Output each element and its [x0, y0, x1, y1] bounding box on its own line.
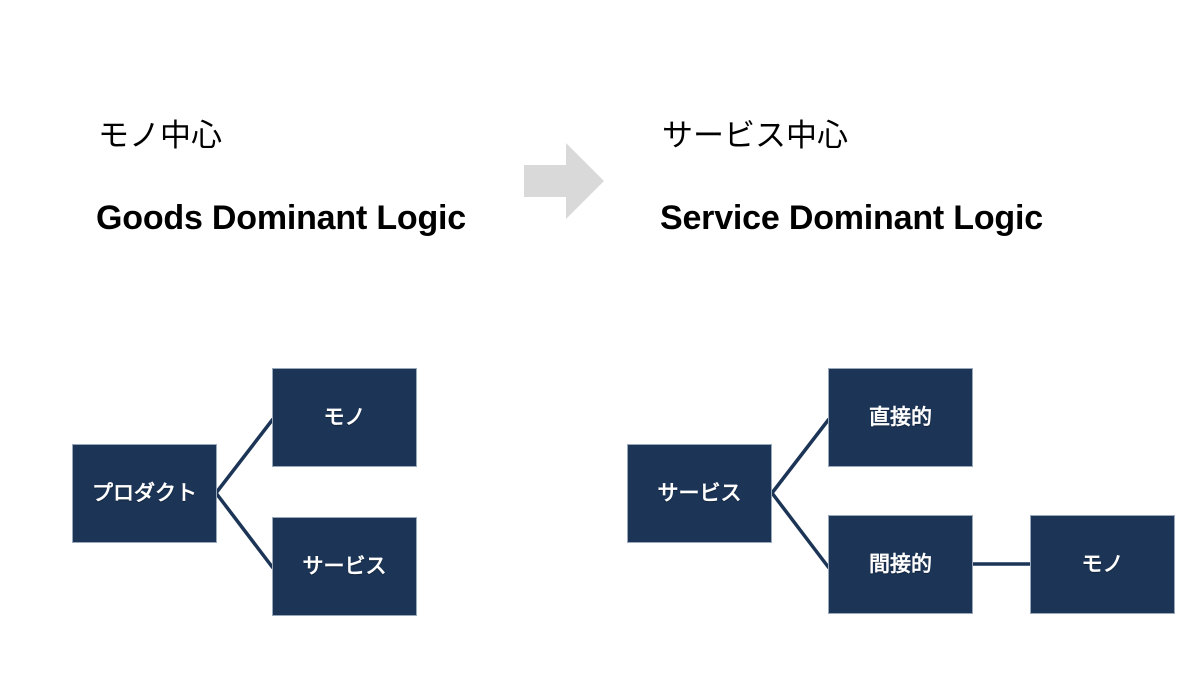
- connector-product-to-mono: [214, 417, 275, 495]
- node-indirect[interactable]: 間接的: [828, 515, 973, 614]
- node-mono-left-label: モノ: [323, 406, 366, 429]
- right-arrow-icon: [524, 143, 604, 219]
- connector-service-to-indirect: [770, 491, 831, 570]
- node-direct[interactable]: 直接的: [828, 368, 973, 467]
- node-mono-right[interactable]: モノ: [1030, 515, 1175, 614]
- node-product-label: プロダクト: [92, 482, 197, 505]
- connector-service-to-direct: [770, 417, 831, 495]
- connector-product-to-service: [214, 491, 275, 570]
- node-indirect-label: 間接的: [869, 553, 932, 576]
- node-service-root-label: サービス: [657, 482, 742, 505]
- node-service-left-label: サービス: [302, 555, 387, 578]
- node-service-root[interactable]: サービス: [627, 444, 772, 543]
- heading-left-japanese: モノ中心: [98, 118, 222, 153]
- node-mono-left[interactable]: モノ: [272, 368, 417, 467]
- node-product[interactable]: プロダクト: [72, 444, 217, 543]
- heading-right-japanese: サービス中心: [662, 118, 848, 153]
- heading-left-english: Goods Dominant Logic: [96, 199, 466, 237]
- heading-right-english: Service Dominant Logic: [660, 199, 1043, 237]
- node-direct-label: 直接的: [869, 406, 932, 429]
- node-mono-right-label: モノ: [1081, 553, 1124, 576]
- node-service-left[interactable]: サービス: [272, 517, 417, 616]
